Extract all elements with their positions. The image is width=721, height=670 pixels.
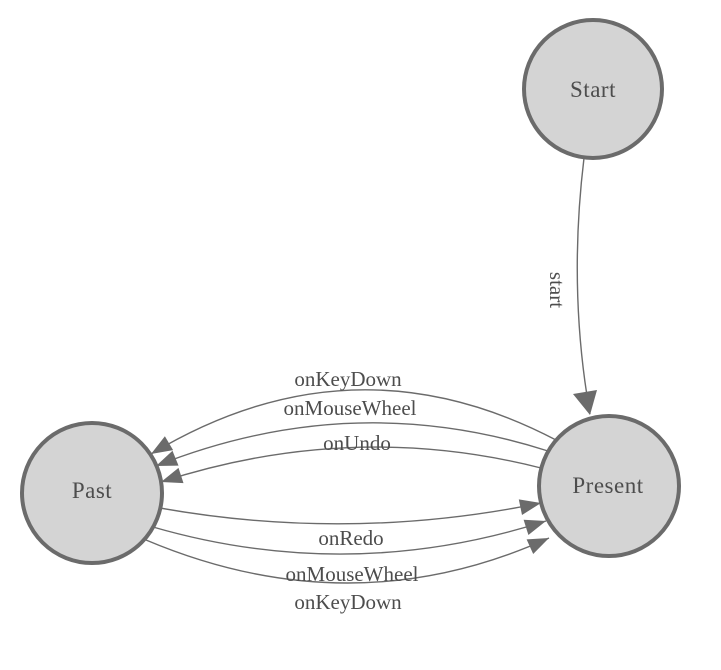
arrowhead-icon [573, 390, 597, 415]
state-node-past[interactable]: Past [20, 421, 164, 565]
edge-label-onmousewheel-bottom: onMouseWheel [286, 562, 419, 586]
state-label-present: Present [572, 473, 643, 498]
edge-present-to-past-onkeydown[interactable] [150, 389, 557, 455]
edge-label-onkeydown-bottom: onKeyDown [294, 590, 402, 614]
state-label-start: Start [570, 77, 616, 102]
arrowhead-icon [156, 450, 179, 466]
state-circle-present[interactable] [537, 414, 681, 558]
state-circle-past[interactable] [20, 421, 164, 565]
arrowhead-icon [526, 538, 549, 554]
arrowhead-icon [518, 499, 541, 515]
arrowhead-icon [523, 519, 546, 535]
arrowhead-icon [151, 436, 174, 454]
state-node-start[interactable]: Start [522, 18, 664, 160]
state-label-past: Past [72, 478, 112, 503]
edge-label-onundo: onUndo [323, 431, 391, 455]
edge-label-onmousewheel-top: onMouseWheel [284, 396, 417, 420]
state-node-present[interactable]: Present [537, 414, 681, 558]
edge-present-to-past-onmousewheel[interactable] [155, 422, 549, 467]
edge-label-onkeydown-top: onKeyDown [294, 367, 402, 391]
edge-past-to-present-onredo[interactable] [159, 502, 542, 525]
edge-label-start: start [545, 272, 569, 308]
edge-past-to-present-onkeydown[interactable] [145, 537, 550, 584]
state-circle-start[interactable] [522, 18, 664, 160]
edge-label-onredo: onRedo [318, 526, 383, 550]
edge-past-to-present-onmousewheel[interactable] [152, 520, 547, 555]
arrowhead-icon [161, 467, 184, 484]
edge-start-to-present[interactable] [576, 157, 591, 415]
edge-present-to-past-onundo[interactable] [160, 446, 542, 483]
